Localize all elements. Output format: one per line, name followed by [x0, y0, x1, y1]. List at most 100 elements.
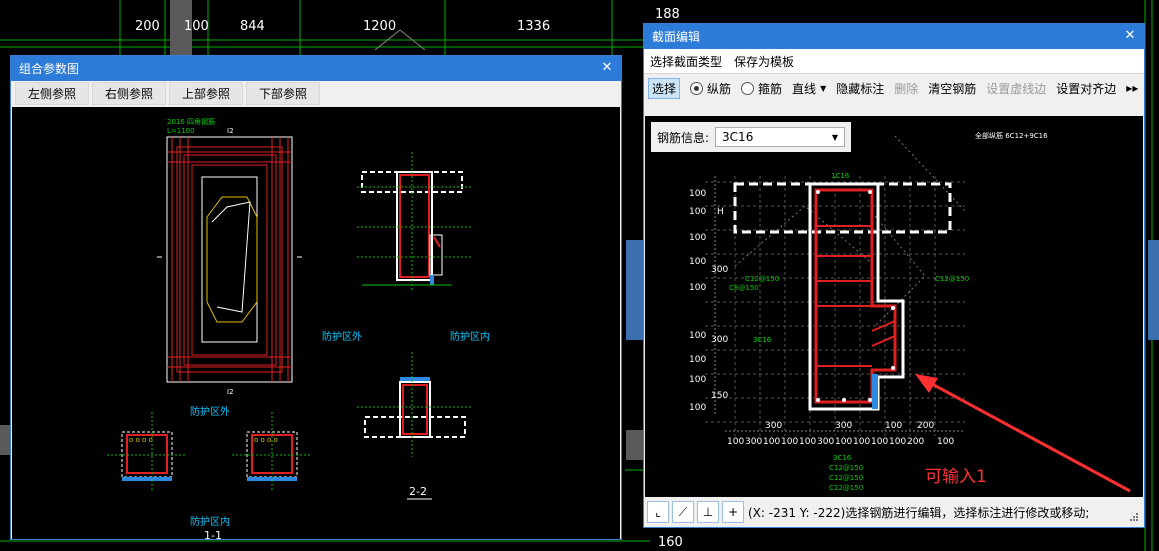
reference-tabs: 左侧参照 右侧参照 上部参照 下部参照 [11, 81, 621, 105]
tag-bottom-4: C12@150 [829, 484, 863, 492]
section-label-22: 2-2 [409, 485, 427, 498]
longitudinal-radio[interactable]: 纵筋 [690, 80, 731, 97]
bottom-dim-1: 100 [727, 437, 744, 447]
left-dim-2: 100 [689, 207, 706, 217]
zone-out-label-2: 防护区外 [322, 330, 362, 343]
dropdown-arrow-icon: ▼ [820, 83, 827, 93]
set-dashed-edge-button[interactable]: 设置虚线边 [986, 81, 1047, 96]
section-window-title: 截面编辑 [652, 30, 701, 44]
rebar-info-label: 钢筋信息: [657, 130, 710, 145]
bottom-dim-6: 300 [817, 437, 834, 447]
combo-drawing-canvas[interactable]: 2016 四角钢筋 L=1100 I2 I2 防护区外 o o o o o o … [12, 107, 620, 542]
bottom-dim-2: 300 [745, 437, 762, 447]
zone-in-label-2: 防护区内 [450, 330, 490, 343]
tag-bottom-1: 3C16 [833, 454, 852, 462]
hide-dim-button[interactable]: 隐藏标注 [836, 81, 885, 96]
zone-out-label-1: 防护区外 [190, 405, 230, 418]
tag-bottom-3: C12@150 [829, 474, 863, 482]
rebar-info-select[interactable]: 3C16 ▼ [715, 127, 846, 147]
close-icon[interactable]: ✕ [601, 60, 613, 75]
set-align-edge-button[interactable]: 设置对齐边 [1056, 81, 1117, 96]
left-dim-1: 100 [689, 189, 706, 199]
section-window-titlebar[interactable]: 截面编辑 ✕ [644, 24, 1144, 49]
close-icon[interactable]: ✕ [1124, 28, 1136, 43]
radio-unchecked-icon [741, 81, 755, 95]
rebar-info-value: 3C16 [722, 130, 754, 144]
bottom-dim-7: 100 [835, 437, 852, 447]
tag-top: 1C16 [831, 172, 850, 180]
mark-bottom-text: I2 [227, 388, 234, 396]
section-status-bar: ⌞ ⟋ ⊥ + (X: -231 Y: -222)选择钢筋进行编辑，选择标注进行… [644, 497, 1144, 527]
bottom-dim-major-4: 200 [917, 421, 934, 431]
status-text: (X: -231 Y: -222)选择钢筋进行编辑，选择标注进行修改或移动; [748, 505, 1090, 520]
bg-dim-1: 200 [135, 19, 160, 34]
left-dim-150: 150 [711, 391, 728, 401]
rebar-tag-small: o o o o [129, 436, 153, 444]
tab-right-reference[interactable]: 右侧参照 [92, 81, 167, 105]
bg-dim-2: 100 [184, 19, 209, 34]
tag-bottom-2: C12@150 [829, 464, 863, 472]
bottom-dim-3: 100 [763, 437, 780, 447]
add-dim-icon[interactable]: + [722, 501, 744, 523]
left-dim-7: 100 [689, 355, 706, 365]
clear-rebar-button[interactable]: 清空钢筋 [928, 81, 977, 96]
bottom-dim-4: 100 [781, 437, 798, 447]
ortho-icon[interactable]: ⌞ [647, 501, 669, 523]
bottom-dim-major-1: 300 [765, 421, 782, 431]
chevron-down-icon: ▼ [831, 132, 839, 142]
tag-c12-left: C12@150 [745, 275, 779, 283]
top-sub-text: L=1100 [167, 127, 195, 135]
line-dropdown[interactable]: 直线▼ [792, 80, 826, 97]
tab-bottom-reference[interactable]: 下部参照 [246, 81, 321, 105]
bg-dim-5: 1336 [517, 19, 550, 34]
section-drawing: 100 100 H 100 100 300 100 100 300 100 10… [689, 131, 1131, 493]
bottom-dim-9: 100 [871, 437, 888, 447]
longitudinal-label: 纵筋 [707, 81, 732, 96]
bottom-dim-12: 100 [937, 437, 954, 447]
combo-window-title: 组合参数图 [19, 62, 80, 76]
delete-button[interactable]: 删除 [894, 81, 919, 96]
section-menu-row: 选择截面类型 保存为模板 [644, 49, 1144, 74]
section-toolbar: 选择 纵筋 箍筋 直线▼ 隐藏标注 删除 清空钢筋 设置虚线边 设置对齐边 ▸▸ [644, 74, 1144, 102]
left-dim-3: 100 [689, 233, 706, 243]
bottom-dim-11: 200 [907, 437, 924, 447]
section-drawing-canvas[interactable]: 100 100 H 100 100 300 100 100 300 100 10… [645, 116, 1143, 498]
bottom-dim-major-2: 300 [835, 421, 852, 431]
rebar-tag-small: o o o o [254, 436, 278, 444]
tag-c12-right: C12@150 [935, 275, 969, 283]
bg-dim-7: 160 [658, 535, 683, 550]
bottom-dim-8: 100 [853, 437, 870, 447]
stirrup-label: 箍筋 [758, 81, 783, 96]
left-dim-h: H [717, 207, 724, 217]
section-label-11: 1-1 [204, 529, 222, 539]
tab-top-reference[interactable]: 上部参照 [169, 81, 244, 105]
combo-param-window[interactable]: 组合参数图 ✕ 左侧参照 右侧参照 上部参照 下部参照 [10, 55, 622, 542]
combo-window-titlebar[interactable]: 组合参数图 ✕ [11, 56, 621, 81]
snap-line-icon[interactable]: ⟋ [672, 501, 694, 523]
tag-3c16-left: 3C16 [753, 336, 772, 344]
bg-dim-4: 1200 [363, 19, 396, 34]
radio-checked-icon [690, 81, 704, 95]
more-arrow-icon[interactable]: ▸▸ [1126, 81, 1139, 95]
select-tool-button[interactable]: 选择 [648, 77, 681, 99]
tab-left-reference[interactable]: 左侧参照 [15, 81, 90, 105]
bg-dim-3: 844 [240, 19, 265, 34]
stirrup-radio[interactable]: 箍筋 [741, 80, 782, 97]
perpendicular-icon[interactable]: ⊥ [697, 501, 719, 523]
bg-dim-6: 188 [655, 7, 680, 22]
zone-in-label-1: 防护区内 [190, 515, 230, 528]
section-edit-window[interactable]: 截面编辑 ✕ 选择截面类型 保存为模板 选择 纵筋 箍筋 直线▼ 隐藏标注 删除… [643, 23, 1145, 528]
left-dim-6: 100 [689, 331, 706, 341]
resize-grip-icon[interactable] [1130, 513, 1138, 521]
menu-select-section-type[interactable]: 选择截面类型 [650, 54, 723, 69]
rebar-info-panel: 钢筋信息: 3C16 ▼ [651, 122, 851, 152]
tag-all-long: 全部纵筋 6C12+9C16 [975, 131, 1048, 140]
mark-top-text: I2 [227, 127, 234, 135]
menu-save-template[interactable]: 保存为模板 [734, 54, 795, 69]
left-dim-4: 100 [689, 257, 706, 267]
bottom-dim-5: 100 [799, 437, 816, 447]
bottom-dim-10: 100 [889, 437, 906, 447]
line-label: 直线 [792, 81, 817, 96]
combo-drawing: 2016 四角钢筋 L=1100 I2 I2 防护区外 o o o o o o … [107, 117, 490, 542]
